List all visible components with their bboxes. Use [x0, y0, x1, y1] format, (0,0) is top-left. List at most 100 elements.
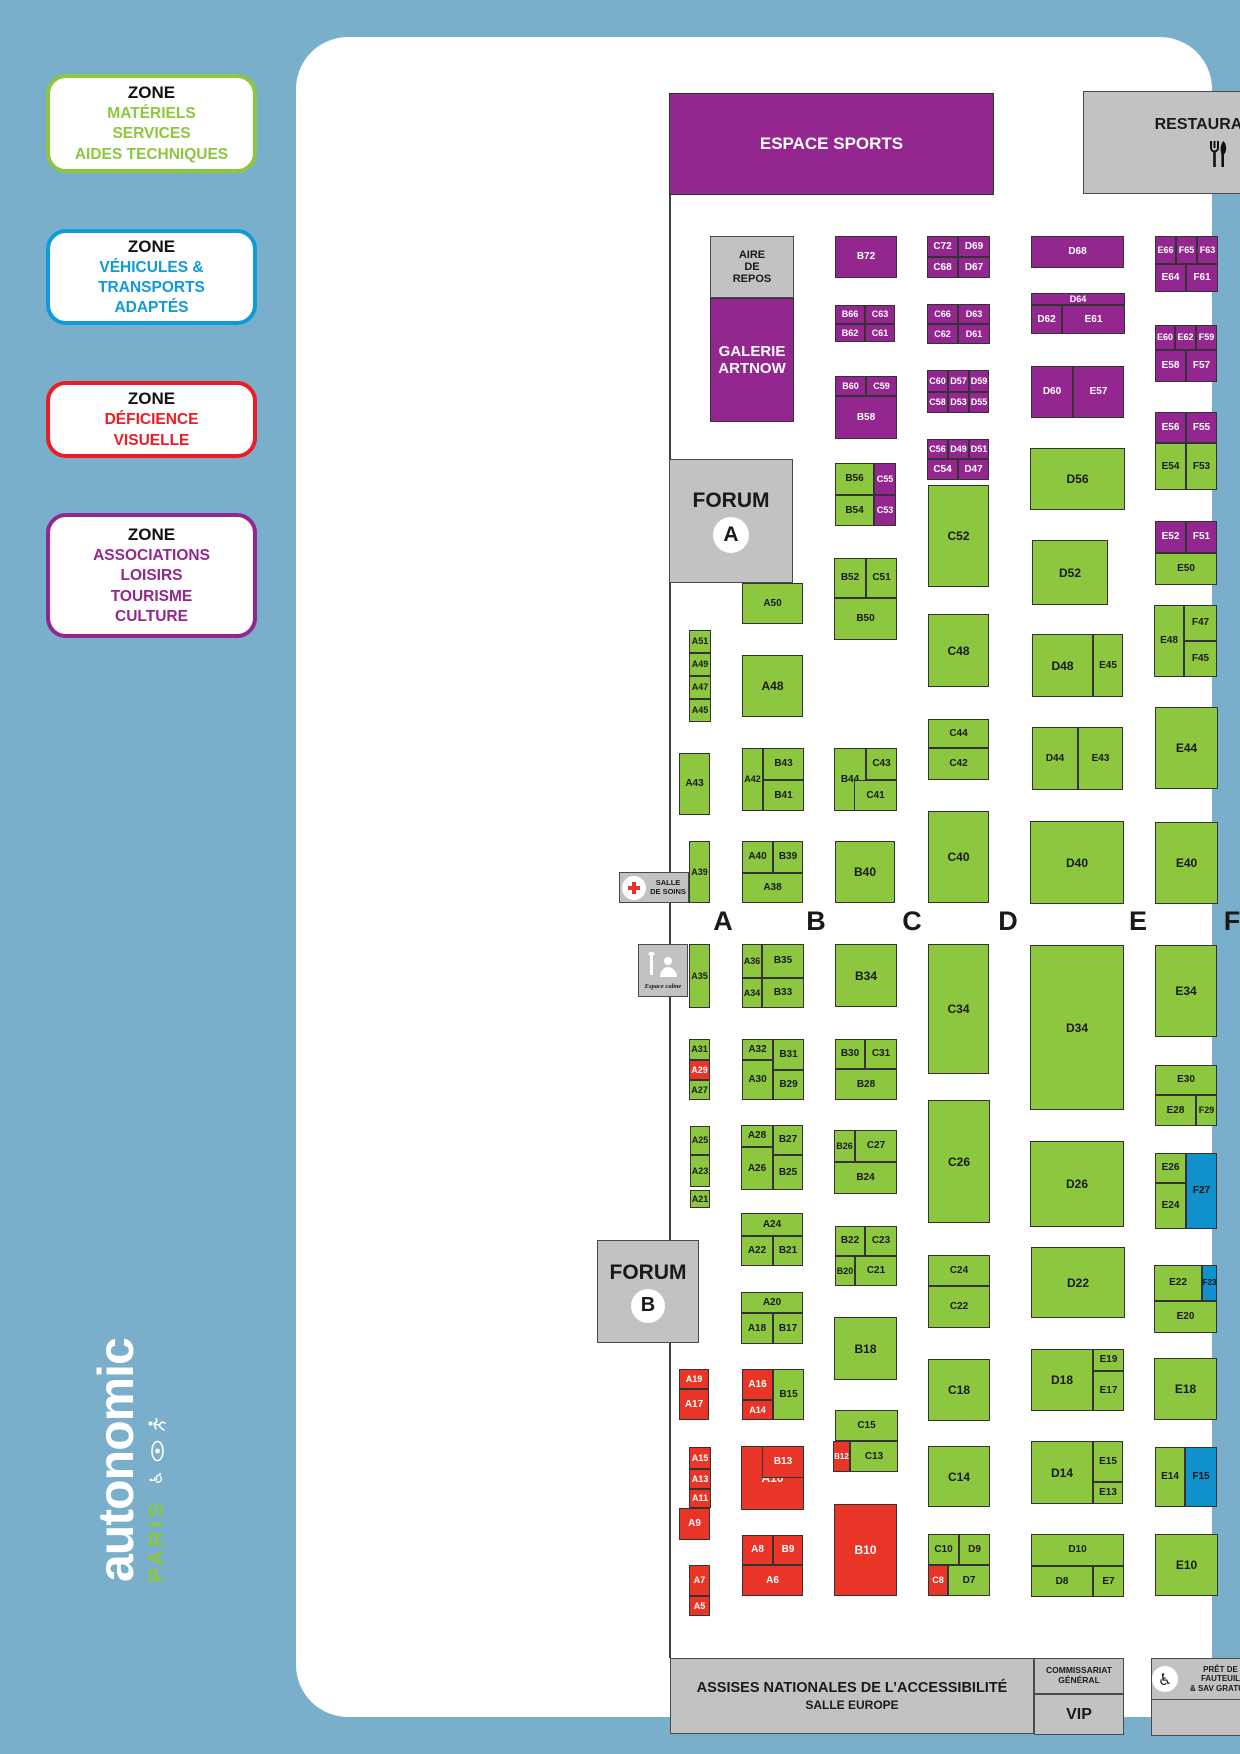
booth-E66: E66: [1155, 236, 1176, 264]
booth-A24: A24: [741, 1213, 803, 1236]
booth-E64: E64: [1155, 264, 1186, 292]
column-letter-B: B: [806, 906, 826, 936]
wheelchair-icon: ♿: [147, 1470, 167, 1486]
booth-D26: D26: [1030, 1141, 1124, 1227]
aire-de-repos-label: AIRE DE REPOS: [732, 249, 772, 285]
booth-E61: E61: [1062, 305, 1125, 334]
booth-B41: B41: [763, 780, 804, 811]
booth-C22: C22: [928, 1286, 990, 1328]
forum-b-letter: B: [631, 1288, 665, 1323]
booth-E40: E40: [1155, 822, 1218, 904]
booth-A43: A43: [679, 753, 710, 815]
red-cross-icon: [622, 875, 647, 900]
booth-B13: B13: [762, 1446, 804, 1478]
vip-label: VIP: [1066, 1705, 1092, 1723]
booth-F51: F51: [1186, 521, 1217, 553]
booth-C72: C72: [927, 236, 958, 257]
booth-F55: F55: [1186, 412, 1217, 443]
booth-B66: B66: [835, 305, 865, 324]
galerie-artnow-label: GALERIE ARTNOW: [718, 343, 786, 377]
map-card: ESPACE SPORTS RESTAURATION WC ♿ AIRE DE …: [296, 37, 1240, 1736]
booth-A51: A51: [689, 630, 711, 653]
booth-A9: A9: [679, 1508, 710, 1540]
booth-D68: D68: [1031, 236, 1124, 268]
booth-E54: E54: [1155, 443, 1186, 490]
booth-E28: E28: [1155, 1095, 1196, 1126]
booth-B52: B52: [834, 558, 866, 598]
booth-C66: C66: [927, 304, 958, 324]
runner-icon: [148, 1418, 166, 1431]
booth-A7: A7: [689, 1565, 710, 1596]
column-letter-A: A: [713, 906, 733, 936]
booth-D61: D61: [958, 324, 990, 344]
booth-B29: B29: [773, 1070, 804, 1100]
vip-area: VIP: [1034, 1694, 1124, 1735]
booth-C31: C31: [865, 1039, 897, 1069]
booth-A38: A38: [742, 873, 803, 903]
booth-D57: D57: [948, 370, 969, 392]
legend-zone-title: ZONE: [127, 236, 176, 256]
booth-E43: E43: [1078, 727, 1123, 790]
booth-C51: C51: [866, 558, 897, 598]
booth-B17: B17: [773, 1313, 803, 1344]
booth-C23: C23: [865, 1226, 897, 1256]
booth-E19: E19: [1093, 1349, 1124, 1371]
booth-C21: C21: [855, 1256, 897, 1286]
booth-F61: F61: [1186, 264, 1218, 292]
booth-F53: F53: [1186, 443, 1217, 490]
booth-C18: C18: [928, 1359, 990, 1421]
booth-A6: A6: [742, 1565, 803, 1596]
booth-D18: D18: [1031, 1349, 1093, 1411]
fork-knife-icon: [1210, 141, 1227, 167]
booth-A39: A39: [689, 841, 710, 903]
booth-E50: E50: [1155, 553, 1217, 585]
booth-D63: D63: [958, 304, 990, 324]
booth-A27: A27: [689, 1080, 710, 1100]
booth-C59: C59: [866, 376, 897, 396]
booth-F27: F27: [1186, 1153, 1217, 1229]
booth-B28: B28: [835, 1069, 897, 1100]
booth-F57: F57: [1186, 350, 1217, 382]
legend-zone-lines: MATÉRIELS SERVICES AIDES TECHNIQUES: [74, 105, 229, 163]
booth-E13: E13: [1093, 1482, 1123, 1504]
assises-subtitle: SALLE EUROPE: [805, 1698, 899, 1712]
booth-E22: E22: [1154, 1265, 1202, 1301]
assises-area: ASSISES NATIONALES DE L’ACCESSIBILITÉ SA…: [670, 1658, 1034, 1734]
booth-F59: F59: [1196, 325, 1217, 350]
pret-fauteuil-area: ♿ PRÊT DE FAUTEUIL & SAV GRATUIT: [1151, 1658, 1240, 1700]
booth-C52: C52: [928, 485, 989, 587]
booth-C62: C62: [927, 324, 958, 344]
booth-C41: C41: [854, 780, 897, 811]
booth-E17: E17: [1093, 1371, 1124, 1411]
booth-B31: B31: [773, 1039, 804, 1070]
booth-C43: C43: [866, 748, 897, 780]
booth-F23: F23: [1202, 1265, 1217, 1301]
booth-C40: C40: [928, 811, 989, 903]
booth-C24: C24: [928, 1255, 990, 1286]
forum-b-area: FORUM B: [597, 1240, 699, 1343]
booth-C34: C34: [928, 944, 989, 1074]
salle-de-soins-label: SALLE DE SOINS: [650, 877, 686, 896]
booth-D51: D51: [969, 439, 989, 459]
booth-C8: C8: [928, 1565, 948, 1596]
booth-A30: A30: [742, 1060, 773, 1100]
booth-D60: D60: [1031, 366, 1073, 418]
aire-de-repos-area: AIRE DE REPOS: [710, 236, 794, 298]
assises-title: ASSISES NATIONALES DE L’ACCESSIBILITÉ: [696, 1680, 1008, 1696]
booth-B10: B10: [834, 1504, 897, 1596]
booth-C61: C61: [865, 324, 895, 342]
booth-D40: D40: [1030, 821, 1124, 904]
booth-A22: A22: [741, 1236, 773, 1266]
legend-zone-title: ZONE: [127, 525, 176, 545]
booth-A14: A14: [742, 1400, 773, 1420]
forum-a-area: FORUM A: [669, 459, 793, 583]
forum-b-label: FORUM: [609, 1260, 687, 1284]
booth-D69: D69: [958, 236, 990, 257]
booth-A49: A49: [689, 653, 711, 676]
restauration-top-area: RESTAURATION: [1083, 91, 1240, 194]
column-letter-C: C: [902, 906, 922, 936]
booth-A23: A23: [690, 1155, 710, 1187]
booth-B43: B43: [763, 748, 804, 780]
booth-C27: C27: [855, 1130, 897, 1162]
